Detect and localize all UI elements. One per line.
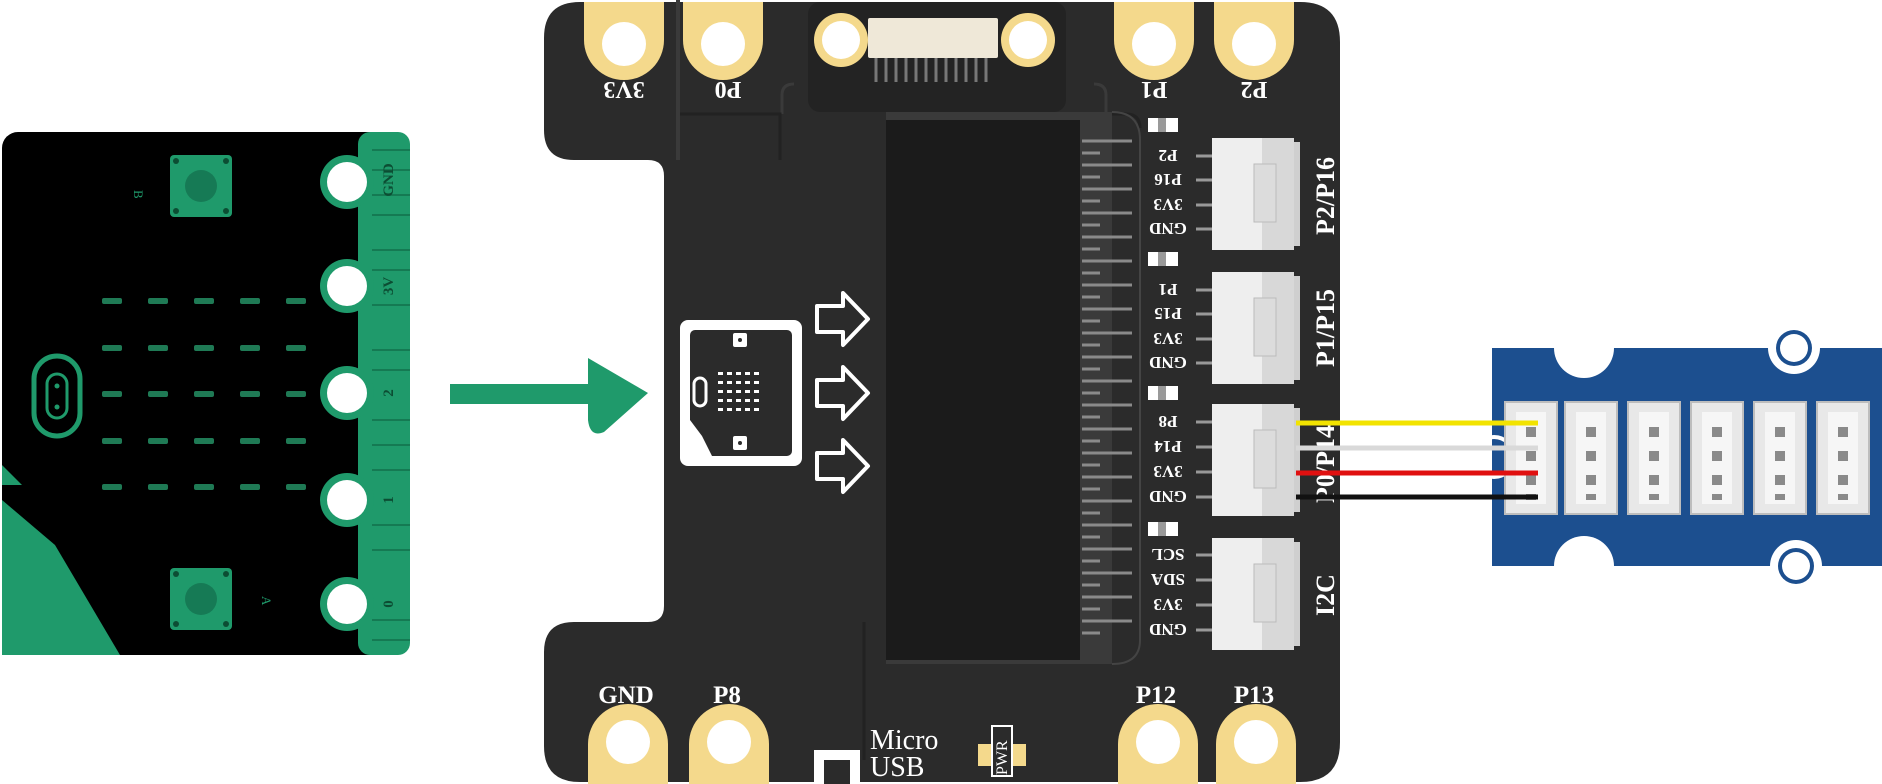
port3-pin-2: P14 [1154, 437, 1182, 456]
port1-pin-1: P2 [1159, 146, 1178, 165]
grove-port-i2c [1148, 522, 1300, 650]
microbit-button-a [170, 568, 232, 630]
grove-module [1472, 322, 1882, 592]
port1-pin-4: GND [1149, 219, 1187, 238]
grove-port-p2-p16 [1148, 118, 1300, 250]
outline-right-arrow-icon [815, 291, 870, 494]
microbit-led-matrix [102, 298, 306, 490]
microbit-label-3v: 3V [381, 277, 397, 296]
microbit-logo [31, 353, 83, 439]
port2-pin-4: GND [1149, 353, 1187, 372]
micro-usb-label-line1: Micro [870, 725, 938, 756]
shield-board: 3V3 P0 P1 P2 GND P8 P12 P13 Micro USB [544, 0, 1340, 784]
pad-label-p1: P1 [1141, 76, 1168, 102]
port1-name: P2/P16 [1311, 157, 1340, 235]
pad-label-p12: P12 [1136, 682, 1176, 709]
microbit-board: GND 3V 2 1 0 B A [2, 132, 410, 655]
port4-pin-3: 3V3 [1153, 595, 1182, 614]
pad-label-p0: P0 [715, 76, 742, 102]
port3-pin-1: P8 [1159, 412, 1178, 431]
pad-label-3v3: 3V3 [603, 76, 644, 102]
pad-label-p13: P13 [1234, 682, 1274, 709]
port3-pin-3: 3V3 [1153, 462, 1182, 481]
port2-pin-2: P15 [1154, 304, 1181, 323]
micro-usb-port [814, 750, 860, 784]
microbit-label-0: 0 [381, 600, 397, 608]
pwr-label: PWR [994, 740, 1011, 775]
edge-connector-pins [1082, 139, 1132, 635]
microbit-button-a-label: A [259, 596, 274, 606]
microbit-label-1: 1 [381, 496, 397, 504]
pwr-led [978, 725, 1026, 777]
port3-name: P0/P14 [1311, 425, 1340, 503]
port4-pin-2: SDA [1150, 570, 1185, 589]
microbit-button-b-label: B [131, 190, 146, 199]
microbit-button-b [170, 155, 232, 217]
grove-port-p1-p15 [1148, 252, 1300, 384]
bottom-pads [588, 704, 1296, 784]
micro-usb-label-line2: USB [870, 752, 924, 783]
pad-label-gnd: GND [598, 682, 654, 709]
microbit-label-2: 2 [381, 389, 397, 397]
port4-name: I2C [1311, 574, 1340, 616]
port2-name: P1/P15 [1311, 289, 1340, 367]
port2-pin-3: 3V3 [1153, 329, 1182, 348]
microbit-label-gnd: GND [381, 163, 397, 197]
port1-pin-2: P16 [1154, 170, 1181, 189]
port3-pin-4: GND [1149, 487, 1187, 506]
microbit-edge-pads [320, 155, 374, 631]
port2-pin-1: P1 [1159, 280, 1178, 299]
port4-pin-1: SCL [1151, 545, 1184, 564]
green-right-arrow-icon [450, 358, 648, 434]
grove-cable [1296, 420, 1538, 500]
top-left-pads [584, 2, 763, 80]
pad-label-p2: P2 [1241, 76, 1268, 102]
port1-pin-3: 3V3 [1153, 195, 1182, 214]
microbit-silkscreen-icon [680, 320, 802, 466]
pad-label-p8: P8 [713, 682, 741, 709]
grove-port-p0-p14 [1148, 386, 1300, 516]
port4-pin-4: GND [1149, 620, 1187, 639]
top-right-pads [1114, 2, 1294, 80]
